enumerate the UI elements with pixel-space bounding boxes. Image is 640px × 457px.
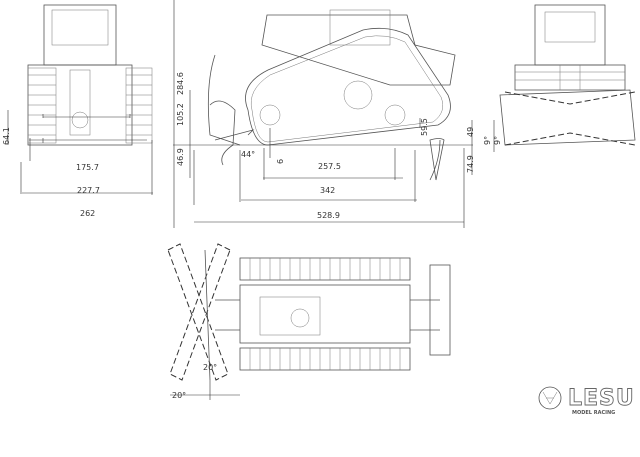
side-track-contact: 257.5 [318, 162, 341, 171]
side-ripper-depth: 74.9 [466, 155, 475, 173]
front-ground-clearance: 64.1 [2, 127, 11, 145]
logo-brand: LESU [568, 386, 635, 411]
rear-view: 9° 9° [483, 4, 636, 152]
side-ripper-clearance: 59.5 [420, 118, 429, 136]
top-view: 20° 20° [167, 243, 451, 400]
rear-tilt-right: 9° [493, 136, 502, 145]
front-width-inner: 175.7 [76, 163, 99, 172]
top-angle-left: 20° [172, 391, 186, 400]
side-view: 284.6 105.2 46.9 44° 6 257.5 342 528.9 5… [173, 0, 475, 228]
lesu-logo: LESU MODEL RACING [538, 386, 635, 416]
front-width-total: 262 [80, 209, 95, 218]
side-ripper-lift: 49 [466, 127, 475, 137]
side-blade-angle: 44° [241, 150, 255, 159]
rear-tilt-left: 9° [483, 136, 492, 145]
front-view: 175.7 227.7 262 64.1 [2, 4, 153, 218]
side-blade-lift: 105.2 [176, 103, 185, 126]
side-blade-drop: 46.9 [176, 148, 185, 166]
top-angle-right: 20° [203, 363, 217, 372]
side-track-offset: 6 [276, 159, 285, 164]
side-track-length: 342 [320, 186, 335, 195]
side-height: 284.6 [176, 72, 185, 95]
side-overall-length: 528.9 [317, 211, 340, 220]
front-width-mid: 227.7 [77, 186, 100, 195]
logo-tagline: MODEL RACING [572, 410, 615, 416]
